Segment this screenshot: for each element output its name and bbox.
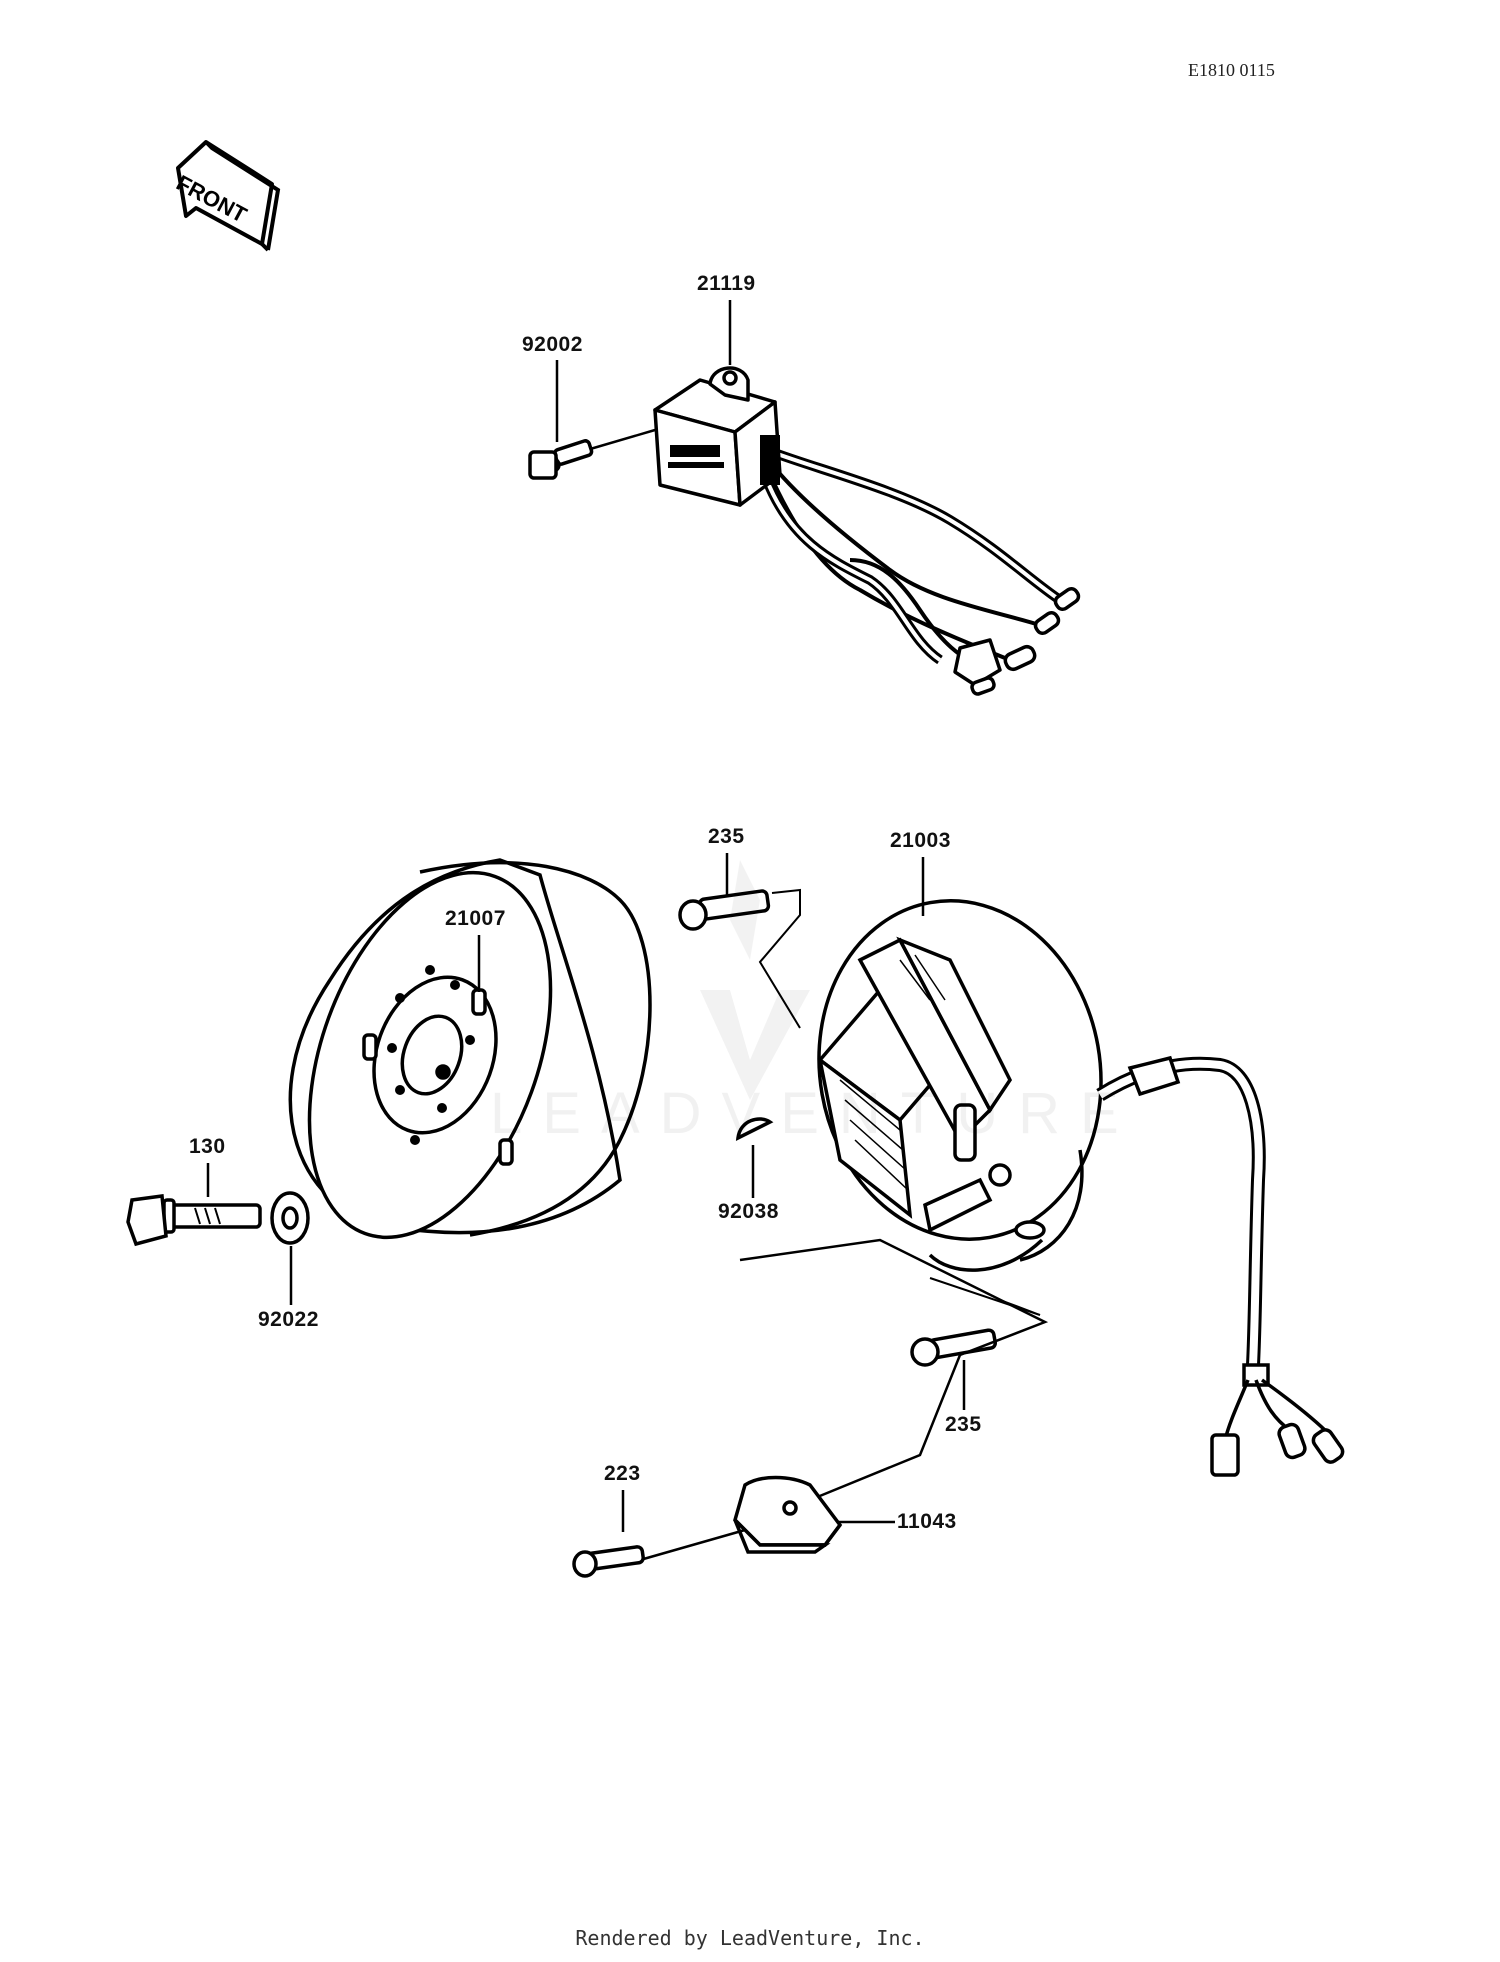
stator-drawing [817,899,1345,1477]
part-label-92038: 92038 [718,1200,779,1223]
stator-screw-lower-drawing [910,1277,1041,1367]
part-label-21007: 21007 [445,907,506,930]
woodruff-key-drawing [735,1117,774,1142]
flywheel-drawing [288,858,652,1240]
part-label-92002: 92002 [522,333,583,356]
cdi-unit-drawing [653,366,1081,696]
washer-drawing [270,1191,310,1245]
part-label-11043: 11043 [897,1510,957,1533]
part-label-235-lower: 235 [945,1413,982,1436]
part-label-21003: 21003 [890,829,951,852]
flange-bolt-drawing [126,1194,262,1247]
front-arrow-icon [176,140,281,252]
cdi-mount-bolt-drawing [528,428,656,480]
part-label-92022: 92022 [258,1308,319,1331]
part-label-21119: 21119 [697,272,756,295]
watermark-logo-icon [700,860,810,1100]
part-label-130: 130 [189,1135,226,1158]
part-label-235-upper: 235 [708,825,745,848]
stator-screw-upper-drawing [678,888,801,1029]
reference-code: E1810 0115 [1188,60,1275,80]
leader-lines [206,300,1049,1532]
footer-credit: Rendered by LeadVenture, Inc. [575,1926,925,1950]
clamp-bracket-drawing [572,1475,843,1578]
watermark-text: LEADVENTURE [490,1081,1139,1146]
part-label-223: 223 [604,1462,641,1485]
